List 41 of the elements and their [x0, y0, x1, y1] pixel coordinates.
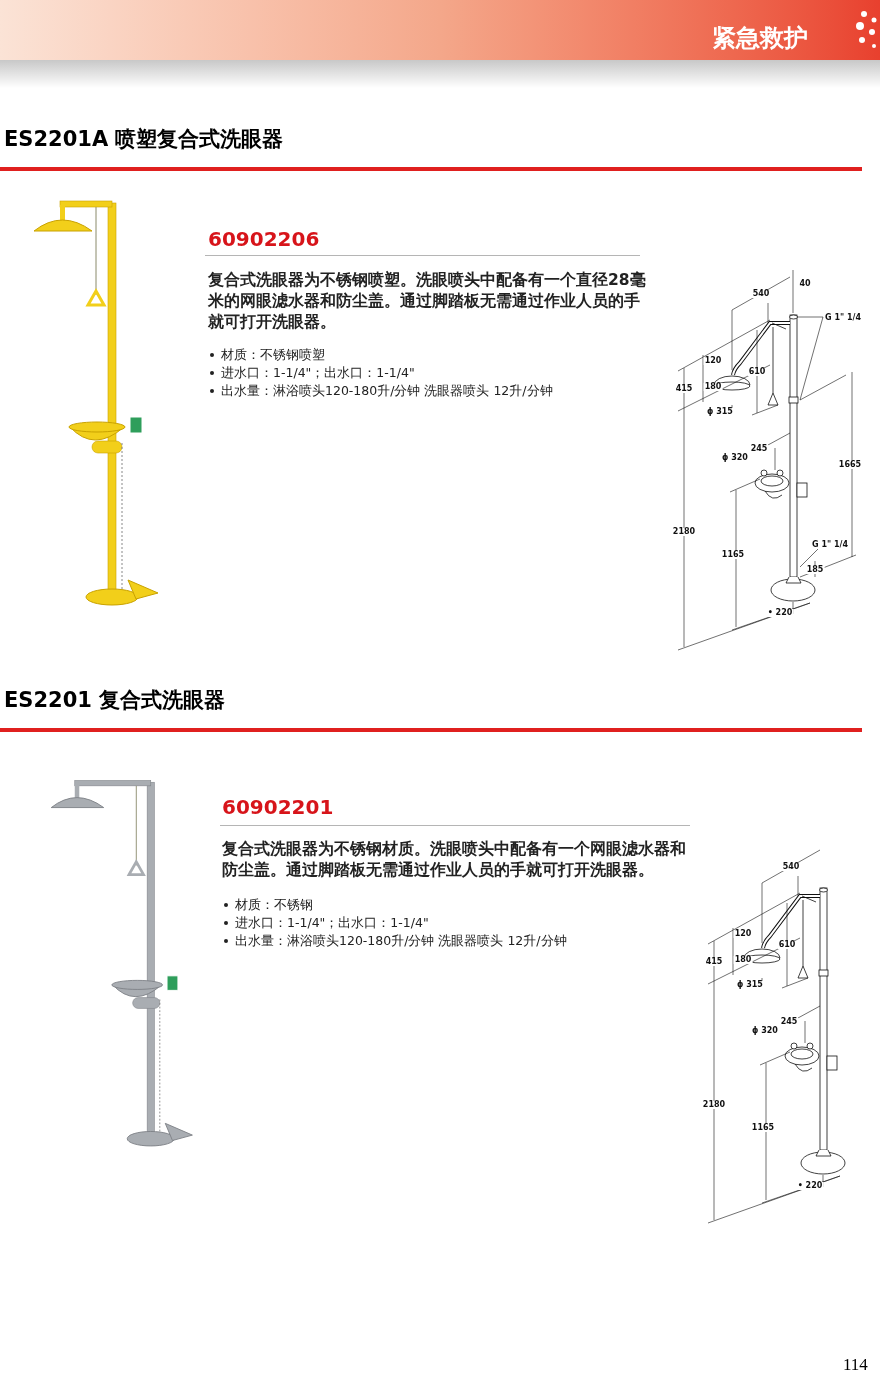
dimension-label: ϕ 320 [751, 1027, 779, 1035]
spec-item: 进水口：1-1/4"；出水口：1-1/4" [221, 364, 415, 382]
dimension-label: 610 [747, 368, 767, 376]
dimension-label: ϕ 315 [736, 981, 764, 989]
dimension-label: 2180 [701, 1101, 727, 1109]
product-code: 60902201 [222, 794, 334, 821]
dimension-label: 610 [777, 941, 797, 949]
dimension-label: 1665 [837, 461, 863, 469]
section-heading: ES2201A 喷塑复合式洗眼器 [4, 126, 284, 153]
dimension-label: 120 [733, 930, 753, 938]
description-paragraph: 复合式洗眼器为不锈钢材质。洗眼喷头中配备有一个网眼滤水器和防尘盖。通过脚踏板无需通过作业人员的手就可打开洗眼器。 [222, 839, 687, 881]
dimension-label: 1165 [720, 551, 746, 559]
dimension-label: G 1" 1/4 [811, 541, 849, 549]
dimension-label: 245 [749, 445, 769, 453]
dimension-label: 40 [798, 280, 812, 288]
spec-item: 材质：不锈钢 [235, 896, 313, 914]
description-paragraph: 复合式洗眼器为不锈钢喷塑。洗眼喷头中配备有一个直径28毫米的网眼滤水器和防尘盖。通过脚踏板无需通过作业人员的手就可打开洗眼器。 [208, 270, 647, 333]
dimension-label: • 220 [796, 1182, 824, 1190]
spec-item: 出水量：淋浴喷头120-180升/分钟 洗眼器喷头 12升/分钟 [221, 382, 553, 400]
dimension-label: 120 [703, 357, 723, 365]
dimension-label: ϕ 320 [721, 454, 749, 462]
page-number: 114 [843, 1354, 868, 1376]
dimension-label: ϕ 315 [706, 408, 734, 416]
page-title: 紧急救护 [712, 23, 808, 54]
dimension-label: 415 [674, 385, 694, 393]
spec-item: 出水量：淋浴喷头120-180升/分钟 洗眼器喷头 12升/分钟 [235, 932, 567, 950]
section-heading: ES2201 复合式洗眼器 [4, 687, 226, 714]
spec-item: 材质：不锈钢喷塑 [221, 346, 325, 364]
dimension-label: 2180 [671, 528, 697, 536]
product-code: 60902206 [208, 226, 320, 253]
dimension-label: 540 [751, 290, 771, 298]
dimension-label: 185 [805, 566, 825, 574]
dimension-label: 180 [703, 383, 723, 391]
dimension-label: 1165 [750, 1124, 776, 1132]
dimension-label: 180 [733, 956, 753, 964]
dimension-label: 415 [704, 958, 724, 966]
dimension-label: 540 [781, 863, 801, 871]
spec-item: 进水口：1-1/4"；出水口：1-1/4" [235, 914, 429, 932]
dimension-label: G 1" 1/4 [824, 314, 862, 322]
dimension-label: • 220 [766, 609, 794, 617]
dimension-label: 245 [779, 1018, 799, 1026]
